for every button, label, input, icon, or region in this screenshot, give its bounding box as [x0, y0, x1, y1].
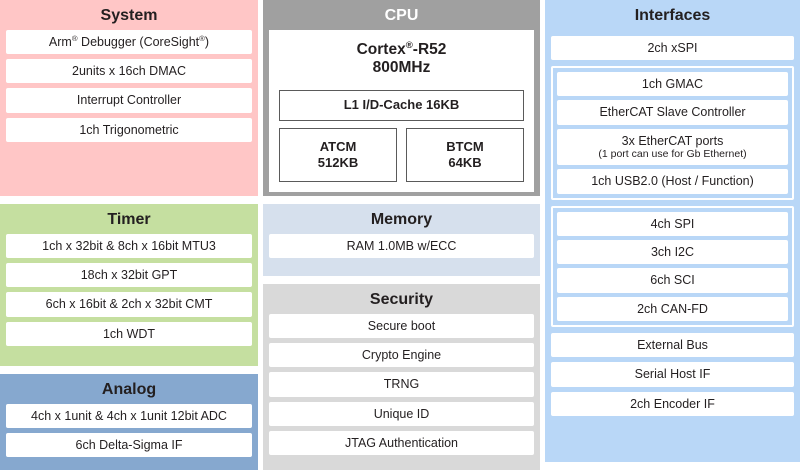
- panel-title-cpu: CPU: [384, 7, 419, 24]
- list-item-secure-boot: Secure boot: [269, 313, 534, 338]
- interfaces-bottom-list: External Bus Serial Host IF 2ch Encoder …: [551, 333, 794, 417]
- list-item-interrupt-controller: Interrupt Controller: [6, 88, 252, 113]
- panel-security: Security Secure boot Crypto Engine TRNG …: [263, 284, 540, 470]
- column-left: System Arm® Debugger (CoreSight®) 2units…: [0, 0, 258, 470]
- panel-title-system: System: [100, 7, 158, 24]
- interfaces-serial-group: 4ch SPI 3ch I2C 6ch SCI 2ch CAN-FD: [551, 205, 794, 328]
- list-item-spi: 4ch SPI: [557, 211, 788, 236]
- cpu-btcm-size: 64KB: [448, 154, 482, 170]
- interfaces-top-list: 2ch xSPI: [551, 35, 794, 60]
- list-item-trigonometric: 1ch Trigonometric: [6, 117, 252, 143]
- panel-title-memory: Memory: [370, 211, 433, 228]
- list-item-unique-id: Unique ID: [269, 401, 534, 427]
- list-item-jtag-auth: JTAG Authentication: [269, 431, 534, 456]
- panel-title-security: Security: [369, 291, 434, 308]
- cpu-l1-cache-box: L1 I/D-Cache 16KB: [279, 89, 524, 121]
- list-item-external-bus: External Bus: [551, 333, 794, 358]
- list-item-usb20: 1ch USB2.0 (Host / Function): [557, 169, 788, 194]
- list-item-sci: 6ch SCI: [557, 268, 788, 293]
- list-item-encoder-if: 2ch Encoder IF: [551, 391, 794, 417]
- panel-title-timer: Timer: [107, 211, 151, 228]
- security-item-list: Secure boot Crypto Engine TRNG Unique ID…: [269, 313, 534, 456]
- cpu-atcm-label: ATCM: [319, 138, 357, 154]
- list-item-crypto-engine: Crypto Engine: [269, 342, 534, 368]
- panel-interfaces: Interfaces 2ch xSPI 1ch GMAC EtherCAT Sl…: [545, 0, 800, 462]
- list-item-xspi: 2ch xSPI: [551, 35, 794, 60]
- ethercat-ports-main: 3x EtherCAT ports: [621, 133, 724, 148]
- panel-memory: Memory RAM 1.0MB w/ECC: [263, 204, 540, 276]
- ethercat-ports-note: (1 port can use for Gb Ethernet): [598, 148, 747, 161]
- list-item-wdt: 1ch WDT: [6, 321, 252, 347]
- list-item-mtu3: 1ch x 32bit & 8ch x 16bit MTU3: [6, 233, 252, 258]
- cpu-btcm-label: BTCM: [446, 138, 484, 154]
- list-item-ram: RAM 1.0MB w/ECC: [269, 233, 534, 258]
- panel-title-interfaces: Interfaces: [634, 7, 711, 24]
- cpu-core-frequency: 800MHz: [372, 59, 431, 77]
- list-item-i2c: 3ch I2C: [557, 239, 788, 265]
- timer-item-list: 1ch x 32bit & 8ch x 16bit MTU3 18ch x 32…: [6, 233, 252, 347]
- system-item-list: Arm® Debugger (CoreSight®) 2units x 16ch…: [6, 29, 252, 143]
- list-item-delta-sigma: 6ch Delta-Sigma IF: [6, 432, 252, 458]
- list-item-arm-debugger: Arm® Debugger (CoreSight®): [6, 29, 252, 54]
- list-item-ethercat-ports: 3x EtherCAT ports (1 port can use for Gb…: [557, 128, 788, 166]
- analog-item-list: 4ch x 1unit & 4ch x 1unit 12bit ADC 6ch …: [6, 403, 252, 458]
- panel-timer: Timer 1ch x 32bit & 8ch x 16bit MTU3 18c…: [0, 204, 258, 366]
- column-right: Interfaces 2ch xSPI 1ch GMAC EtherCAT Sl…: [545, 0, 800, 470]
- list-item-gpt: 18ch x 32bit GPT: [6, 262, 252, 288]
- list-item-adc: 4ch x 1unit & 4ch x 1unit 12bit ADC: [6, 403, 252, 428]
- list-item-serial-host-if: Serial Host IF: [551, 362, 794, 387]
- list-item-dmac: 2units x 16ch DMAC: [6, 58, 252, 84]
- cpu-atcm-size: 512KB: [317, 154, 359, 170]
- memory-item-list: RAM 1.0MB w/ECC: [269, 233, 534, 258]
- interfaces-network-group: 1ch GMAC EtherCAT Slave Controller 3x Et…: [551, 65, 794, 200]
- list-item-cmt: 6ch x 16bit & 2ch x 32bit CMT: [6, 292, 252, 317]
- list-item-trng: TRNG: [269, 372, 534, 397]
- panel-system: System Arm® Debugger (CoreSight®) 2units…: [0, 0, 258, 196]
- panel-title-analog: Analog: [101, 381, 157, 398]
- list-item-can-fd: 2ch CAN-FD: [557, 296, 788, 322]
- panel-analog: Analog 4ch x 1unit & 4ch x 1unit 12bit A…: [0, 374, 258, 470]
- list-item-ethercat-slave-controller: EtherCAT Slave Controller: [557, 100, 788, 125]
- list-item-gmac: 1ch GMAC: [557, 71, 788, 97]
